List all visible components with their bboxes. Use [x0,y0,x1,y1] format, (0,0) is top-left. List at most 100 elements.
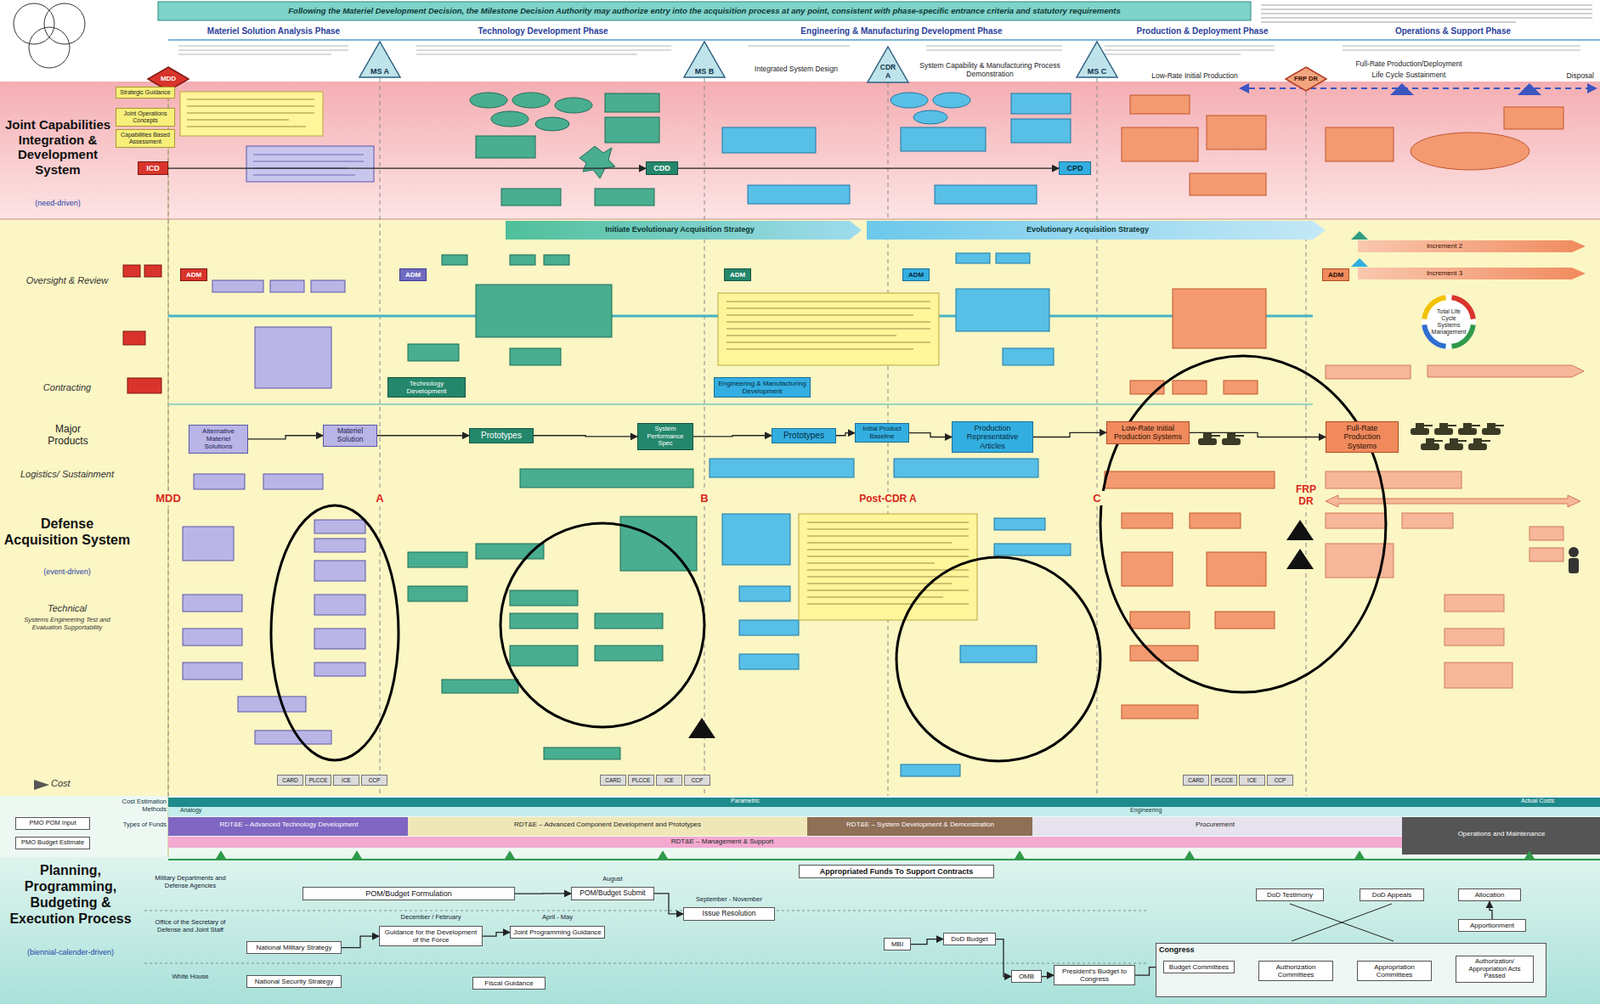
evolutionary-arrow [1351,258,1369,267]
fund-type: RDT&E – System Development & Demonstrati… [811,820,1029,829]
milestone-triangle: MS A [358,40,402,79]
text-holder: DoD Budget [946,935,993,944]
cost-estimate-box: CARD [599,774,627,786]
header-decoration [1260,5,1593,23]
funding-box: Appropriated Funds To Support Contracts [798,865,995,879]
tank-icon [1486,423,1496,429]
jcids-activity [932,92,971,108]
node-text: MDD [160,74,176,83]
text-holder: Prototypes [774,430,833,441]
text-holder: Technology Development [390,379,463,396]
node-text: ADM [183,271,204,279]
text-holder: CPD [1062,163,1088,173]
fund-type: RDT&E – Advanced Technology Development [173,820,405,829]
triangle-shape [867,46,909,83]
activity-box [144,265,162,278]
lane-label: Military Departments and Defense Agencie… [146,875,235,891]
activity-box [620,516,697,572]
note-box [718,293,978,621]
text-holder: CCP [364,777,385,784]
activity-box [1529,548,1564,562]
ppbe-step: Guidance for the Development of the Forc… [378,926,483,947]
activity-box [193,474,245,490]
node-text: Engineering & Manufacturing Development [717,379,808,396]
activity-box [1325,365,1411,379]
text-holder: OMB [1014,972,1039,981]
activity-box [237,696,306,713]
subphase-title: Full-Rate Production/Deployment [1332,59,1486,68]
timing-note: September - November [683,896,775,905]
activity-box [520,469,694,488]
milestone-letter: FRP DR [1289,482,1323,509]
node-text: Prototypes [774,430,833,441]
text-holder: ADM [402,271,424,279]
node-text: System Performance Spec [640,425,690,448]
activity-box [955,253,990,264]
cost-estimate-box: CCP [684,774,711,786]
tank-icon [1211,435,1221,437]
jcids-activity [180,91,1564,206]
jcids-activity [512,92,550,108]
activity-box [1172,288,1267,349]
text-holder: MS A [368,52,391,76]
node-text: CARD [280,777,300,784]
activity-box [1427,365,1584,378]
activity-box [594,613,663,629]
flow-arrow [654,893,684,915]
node-text: MS A [370,67,390,76]
tank-icon [1447,424,1457,427]
text-holder: Congress [1159,945,1544,955]
milestone-letter: A [362,491,397,506]
fund-type: Operations and Maintenance [1407,830,1596,838]
ppbe-step: DoD Testimony [1255,888,1324,902]
activity-box [254,327,332,389]
activity-box [709,253,1071,777]
cost-estimate-box: PLCCE [1210,774,1238,786]
node-text: CDD [649,163,675,173]
header-decoration [178,45,1581,55]
capability-document: ICD [137,161,169,176]
decision-memo: ADM [723,268,752,282]
sustainment-arrow [1390,83,1414,96]
activity-box [314,594,366,616]
jcids-activity [186,99,315,127]
jcids-activity [722,92,1071,204]
activity-box [407,344,459,362]
text-holder: President's Budget to Congress [1057,967,1132,984]
text-holder: ADM [905,271,927,279]
text-holder: Appropriated Funds To Support Contracts [802,867,991,877]
node-text: Appropriation Committees [1360,963,1429,979]
funding-flow [1184,851,1195,860]
node-text: Materiel Solution [326,427,374,445]
flow-arrow [168,168,646,170]
activity-box [123,265,141,278]
row-title: Joint Capabilities Integration & Develop… [3,117,113,178]
text-holder: POM/Budget Submit [574,889,651,899]
node-text: PLCCE [308,777,328,784]
cost-estimate-box: CCP [361,774,388,786]
funding-flow [1354,851,1365,860]
fund-type: Procurement [1036,820,1394,829]
row-note: (biennial-calender-driven) [6,948,135,958]
node-text: Fiscal Guidance [475,979,543,988]
jcids-activity [1206,115,1267,150]
activity-box [1325,471,1462,489]
tank-icon [1198,423,1504,451]
decision-memo: ADM [180,268,208,282]
row-note: (event-driven) [3,567,131,577]
jcids-activity [722,127,816,153]
cost-band [407,817,808,837]
text-holder: National Military Strategy [249,944,339,952]
activity-box [1121,705,1199,719]
strategy-arrow-label: Initiate Evolutionary Acquisition Strate… [509,225,850,235]
milestone-letter: C [1079,491,1114,506]
decision-diamond: FRP DR [1284,66,1328,92]
decision-memo: ADM [902,268,930,282]
band-title: Cost Estimation Methods [100,798,167,815]
activity-box [594,645,663,662]
tank-icon [1473,438,1482,444]
cost-method: Engineering [1130,807,1207,815]
ppbe-step: Issue Resolution [683,907,775,922]
node-text: CCP [687,777,707,784]
